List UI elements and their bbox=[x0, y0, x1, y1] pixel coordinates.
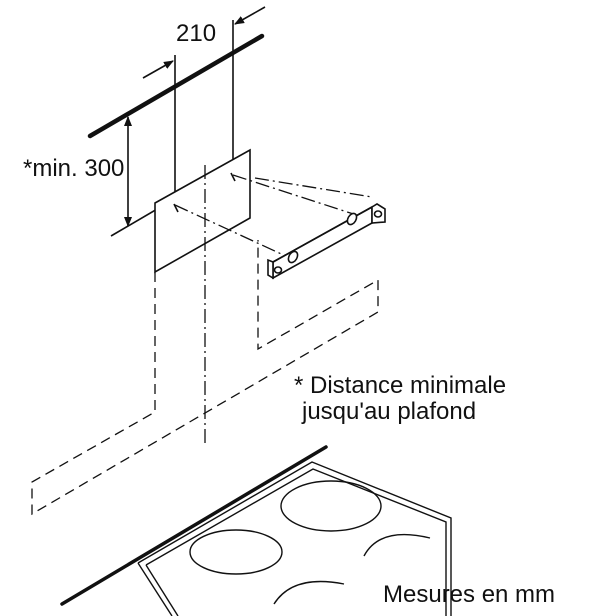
note-line-1: * Distance minimale bbox=[294, 372, 507, 399]
burner-front-arc bbox=[273, 580, 345, 605]
hood-outline bbox=[31, 240, 379, 516]
burner-front-left bbox=[189, 529, 283, 575]
width-dimension-label: 210 bbox=[176, 20, 217, 47]
width-dimension bbox=[142, 6, 266, 213]
ceiling-distance-note: * Distance minimale jusqu'au plafond bbox=[294, 372, 507, 426]
burner-back bbox=[280, 480, 382, 532]
mounting-bracket bbox=[267, 203, 386, 280]
height-dimension-label: *min. 300 bbox=[23, 155, 125, 182]
center-lines bbox=[174, 165, 373, 446]
mounting-plate bbox=[154, 148, 251, 274]
units-label: Mesures en mm bbox=[383, 581, 556, 608]
burner-right-arc bbox=[363, 533, 431, 557]
note-line-2: jusqu'au plafond bbox=[302, 398, 477, 426]
cooktop bbox=[60, 445, 452, 616]
ceiling-line bbox=[87, 33, 265, 139]
